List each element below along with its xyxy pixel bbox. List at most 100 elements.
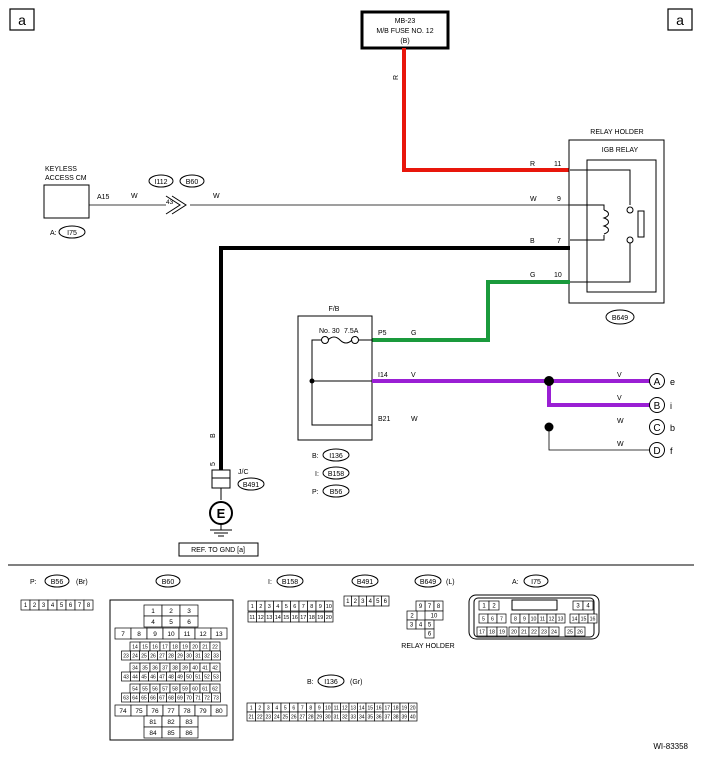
- relay-holder-label: RELAY HOLDER: [590, 129, 643, 136]
- connector-pin-label: 69: [177, 695, 183, 701]
- connector-pin-label: 17: [479, 629, 485, 635]
- svg-text:P:: P:: [30, 579, 37, 586]
- fb-connector-list: B: I136 I: B158 P: B56: [312, 448, 350, 498]
- connector-pin-label: 27: [299, 714, 305, 720]
- wire-green: [372, 280, 570, 342]
- svg-text:P5: P5: [378, 330, 387, 337]
- connector-pin-label: 2: [354, 599, 358, 605]
- connector-pin-label: 15: [367, 705, 373, 711]
- connector-pin-cell: [179, 615, 199, 628]
- fb-title: F/B: [329, 306, 340, 313]
- svg-text:W: W: [411, 416, 418, 423]
- output-connector-c: C b: [649, 419, 675, 435]
- document-id: WI-83358: [653, 742, 688, 751]
- connector-pin-label: 64: [132, 695, 138, 701]
- connector-pin-label: 22: [257, 714, 263, 720]
- connector-pin-label: 2: [258, 705, 261, 711]
- svg-text:e: e: [670, 377, 675, 387]
- svg-text:V: V: [411, 372, 416, 379]
- connector-pin-label: 8: [437, 604, 441, 610]
- fuse-mb23-box: MB-23 M/B FUSE NO. 12 (B): [360, 10, 450, 50]
- wire-purple: [372, 379, 650, 407]
- connector-pin-label: 2: [169, 608, 173, 615]
- relay-pin-11: 11: [554, 161, 561, 168]
- connector-pin-label: 3: [576, 604, 580, 610]
- connector-pin-label: 2: [492, 604, 496, 610]
- connector-pin-label: 40: [410, 714, 416, 720]
- wire-label-relay-r: R: [530, 161, 535, 168]
- connector-pin-label: 23: [265, 714, 271, 720]
- wire-label-fuse-r: R: [393, 75, 400, 80]
- connector-pin-cell: [587, 613, 598, 624]
- svg-text:A:: A:: [512, 579, 519, 586]
- connector-pin-cell: [548, 626, 560, 637]
- connector-pin-label: 79: [199, 708, 207, 715]
- svg-text:B649: B649: [612, 315, 628, 322]
- connector-pin-label: 14: [132, 644, 138, 650]
- svg-text:A:: A:: [50, 230, 57, 237]
- connector-pin-label: 14: [275, 615, 281, 621]
- connector-pin-label: 34: [132, 665, 138, 671]
- connector-pin-label: 1: [250, 705, 253, 711]
- connector-pin-label: 17: [300, 615, 306, 621]
- connector-pin-label: 85: [167, 730, 175, 737]
- connector-pin-label: 15: [581, 616, 587, 622]
- connector-pin-label: 5: [284, 705, 287, 711]
- connector-pin-label: 5: [428, 623, 432, 629]
- svg-text:W: W: [617, 418, 624, 425]
- svg-text:A: A: [654, 377, 661, 388]
- connector-pin-label: 5: [60, 603, 64, 609]
- relay-pin-9: 9: [557, 196, 561, 203]
- connector-pin-label: 12: [258, 615, 264, 621]
- connector-pin-label: 15: [283, 615, 289, 621]
- svg-text:(Gr): (Gr): [350, 679, 362, 686]
- connector-pin-label: 20: [410, 705, 416, 711]
- connector-pin-label: 7: [78, 603, 82, 609]
- connector-pin-label: 74: [119, 708, 127, 715]
- connector-pin-label: 4: [586, 604, 590, 610]
- connector-pin-label: 51: [195, 674, 201, 680]
- connector-pin-label: 3: [361, 599, 365, 605]
- ground-ref-box: [178, 542, 259, 557]
- svg-text:I14: I14: [378, 372, 388, 379]
- connector-pin-label: 3: [42, 603, 46, 609]
- joint-connector: I112 B60 43: [148, 174, 205, 215]
- connector-pin-label: 35: [142, 665, 148, 671]
- svg-text:D: D: [653, 446, 660, 457]
- relay-pin-7: 7: [557, 238, 561, 245]
- svg-text:W: W: [617, 441, 624, 448]
- output-connector-a: A e: [649, 373, 675, 389]
- relay-inner-box: [586, 159, 657, 293]
- svg-text:B: B: [210, 433, 217, 438]
- wire-red: [402, 48, 570, 172]
- connector-pin-label: 6: [292, 705, 295, 711]
- connector-pin-label: 41: [202, 665, 208, 671]
- connector-pin-label: 13: [215, 631, 223, 638]
- connector-pin-cell: [496, 613, 507, 624]
- connector-pin-label: 5: [376, 599, 380, 605]
- svg-text:RELAY HOLDER: RELAY HOLDER: [401, 643, 454, 650]
- connector-pin-label: 81: [149, 719, 157, 726]
- connector-pin-label: 36: [376, 714, 382, 720]
- connector-pin-label: 21: [202, 644, 208, 650]
- connector-pin-label: 6: [187, 619, 191, 626]
- connector-pin-label: 6: [428, 632, 432, 638]
- connector-pin-label: 50: [186, 674, 192, 680]
- connector-pin-label: 82: [167, 719, 175, 726]
- joint-connector-jc: J/C B491: [211, 469, 265, 500]
- connector-pin-label: 13: [266, 615, 272, 621]
- output-connector-d: D f: [649, 442, 673, 458]
- connector-pin-cell: [211, 692, 221, 703]
- connector-pin-label: 28: [168, 653, 174, 659]
- connector-pin-label: 11: [334, 705, 339, 711]
- connector-pin-cell: [408, 711, 418, 722]
- connector-pin-label: 54: [132, 686, 138, 692]
- connector-pin-label: 23: [123, 653, 129, 659]
- connector-pin-label: 3: [187, 608, 191, 615]
- connector-pin-cell: [488, 600, 500, 611]
- connector-pin-label: 7: [121, 631, 125, 638]
- connector-pin-cell: [179, 726, 199, 739]
- connector-pin-label: 34: [359, 714, 365, 720]
- connector-pin-label: 1: [151, 608, 155, 615]
